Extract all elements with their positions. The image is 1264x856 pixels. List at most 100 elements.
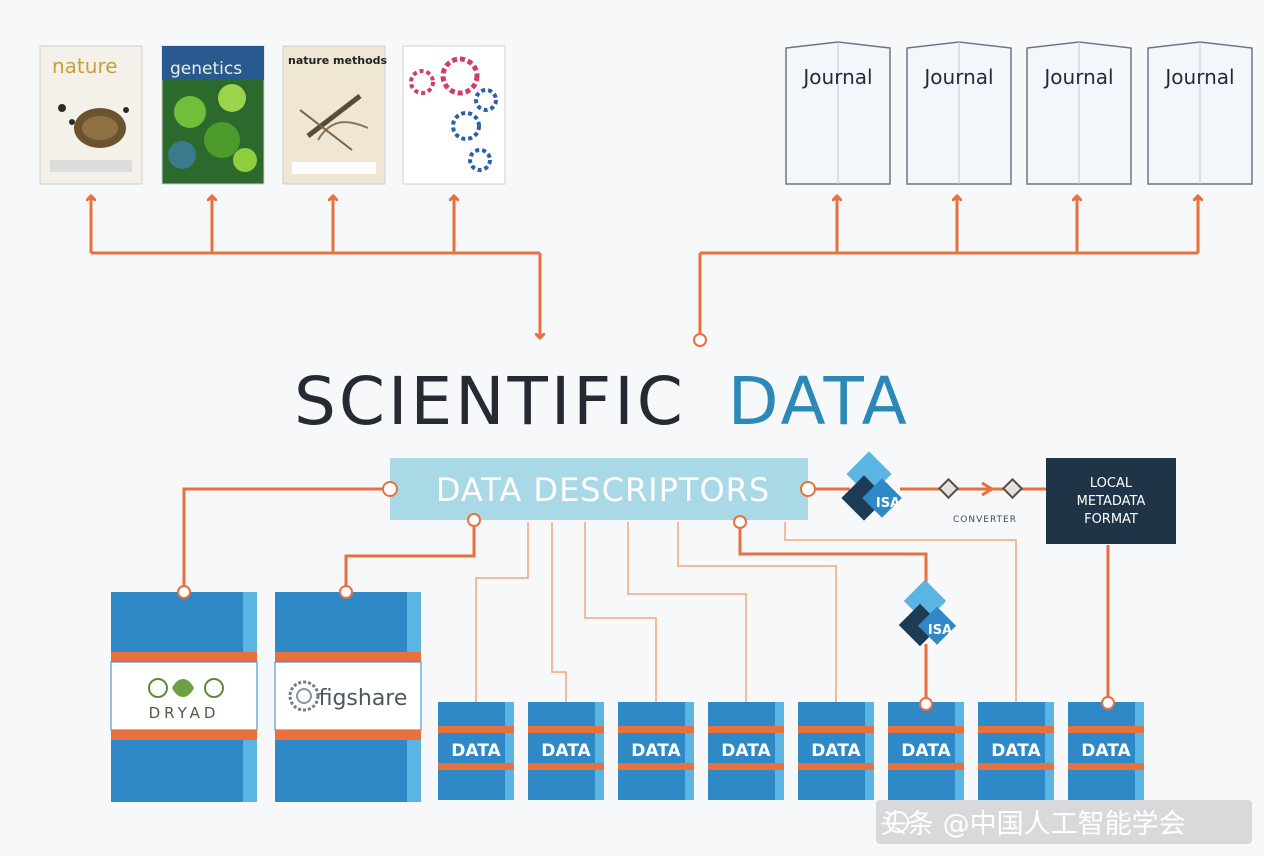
data-label: DATA [991, 741, 1041, 761]
data-stack-layer [978, 702, 1054, 726]
data-stack-layer [1068, 770, 1144, 800]
data-stack-layer [978, 763, 1054, 770]
title-data: DATA [728, 363, 910, 440]
data-label: DATA [811, 741, 861, 761]
local-format-line3: FORMAT [1084, 512, 1138, 527]
watermark-text: 头条 @中国人工智能学会 [880, 809, 1186, 840]
data-stack-layer [955, 702, 964, 726]
journal-label: Journal [801, 65, 872, 89]
data-stack: DATA [618, 702, 694, 800]
data-stack-layer [775, 702, 784, 726]
data-label: DATA [451, 741, 501, 761]
data-stack-layer [438, 770, 514, 800]
data-stack-layer [865, 770, 874, 800]
data-stack-layer [865, 702, 874, 726]
data-stack-layer [708, 702, 784, 726]
data-stack-layer [708, 726, 784, 733]
data-label: DATA [901, 741, 951, 761]
data-stack-layer [1045, 733, 1054, 763]
connector-dot [467, 513, 481, 527]
data-stack: DATA [708, 702, 784, 800]
converter-label: CONVERTER [953, 515, 1017, 525]
data-stack-layer [618, 702, 694, 726]
data-stacks: DATA DATA DATA DATA DATA DATA DATA DATA [438, 702, 1144, 800]
data-stack-layer [775, 733, 784, 763]
data-stack-layer [438, 726, 514, 733]
title-scientific: SCIENTIFIC [294, 363, 686, 440]
connector-dot [800, 481, 816, 497]
data-stack-layer [528, 733, 604, 763]
connector-dot [339, 585, 353, 599]
data-stack: DATA [1068, 702, 1144, 800]
data-label: DATA [721, 741, 771, 761]
data-stack-layer [505, 733, 514, 763]
data-stack-layer [1135, 733, 1144, 763]
isa-logo-top: ISA [841, 451, 902, 521]
data-stack: DATA [438, 702, 514, 800]
data-stack-layer [708, 770, 784, 800]
data-stack-layer [1135, 702, 1144, 726]
data-stack-layer [1068, 733, 1144, 763]
data-stack-layer [595, 770, 604, 800]
data-stack-layer [1045, 702, 1054, 726]
data-stack-layer [708, 763, 784, 770]
journal-book: Journal [1026, 41, 1132, 185]
data-stack-layer [595, 733, 604, 763]
data-stack-layer [505, 702, 514, 726]
cover-gears [402, 45, 506, 185]
data-stack-layer [618, 726, 694, 733]
data-stack-layer [775, 770, 784, 800]
data-stack-layer [528, 770, 604, 800]
data-stack-layer [888, 763, 964, 770]
data-stack: DATA [978, 702, 1054, 800]
data-stack-layer [1068, 726, 1144, 733]
data-stack-layer [1045, 770, 1054, 800]
data-stack-layer [528, 763, 604, 770]
data-stack-layer [505, 770, 514, 800]
converter: CONVERTER [937, 477, 1024, 525]
data-stack-layer [708, 733, 784, 763]
descriptor-thin-links [475, 522, 1017, 704]
data-stack-layer [438, 733, 514, 763]
data-label: DATA [541, 741, 591, 761]
repository-label: figshare [319, 686, 408, 711]
data-stack-layer [798, 702, 874, 726]
data-stack-layer [528, 726, 604, 733]
cover-nature-methods: nature methods [282, 45, 388, 185]
connector-dot [919, 697, 933, 711]
data-stack-layer [1135, 770, 1144, 800]
cover-label: nature methods [288, 54, 388, 67]
data-stack-layer [438, 763, 514, 770]
data-stack-layer [618, 763, 694, 770]
watermark: 头条 @中国人工智能学会 [876, 800, 1252, 844]
data-stack-layer [888, 770, 964, 800]
journal-label: Journal [922, 65, 993, 89]
page-title: SCIENTIFIC DATA [294, 363, 910, 440]
cover-connectors [91, 196, 540, 338]
connector-dot [177, 585, 191, 599]
data-stack-layer [798, 726, 874, 733]
data-stack: DATA [798, 702, 874, 800]
cover-label: genetics [170, 59, 242, 79]
journal-book: Journal [785, 41, 891, 185]
data-stack-layer [978, 770, 1054, 800]
data-stack-layer [595, 702, 604, 726]
connector-dot [1101, 696, 1115, 710]
data-stack-layer [978, 733, 1054, 763]
data-stack-layer [978, 726, 1054, 733]
isa-label: ISA [876, 496, 900, 511]
isa-logo-bottom: ISA [898, 579, 957, 647]
data-descriptors-box: DATA DESCRIPTORS [390, 458, 808, 520]
repository-label: DRYAD [149, 704, 220, 722]
data-stack-layer [865, 733, 874, 763]
data-stack-layer [438, 702, 514, 726]
data-stack-layer [1068, 763, 1144, 770]
data-stack-layer [685, 770, 694, 800]
data-stack-layer [618, 770, 694, 800]
journal-book: Journal [1147, 41, 1253, 185]
data-stack: DATA [888, 702, 964, 800]
data-stack-layer [685, 733, 694, 763]
journal-book: Journal [906, 41, 1012, 185]
data-stack-layer [955, 770, 964, 800]
